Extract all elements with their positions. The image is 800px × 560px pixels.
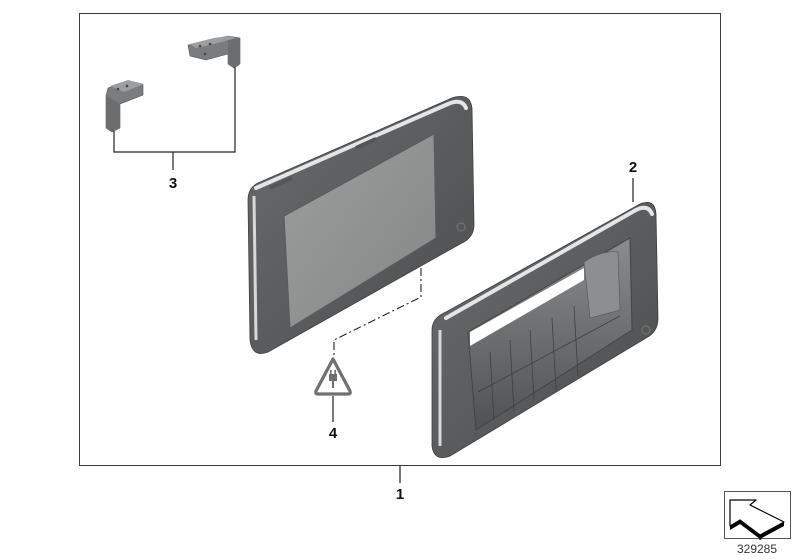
bracket-left bbox=[105, 80, 144, 133]
display-unit bbox=[247, 95, 475, 354]
part-label-3: 3 bbox=[168, 175, 178, 192]
part-label-4: 4 bbox=[328, 425, 338, 442]
diagram-reference-number: 329285 bbox=[736, 542, 778, 556]
leader-line-3 bbox=[113, 67, 236, 153]
part-label-2: 2 bbox=[628, 159, 638, 176]
display-housing bbox=[431, 201, 659, 459]
assembly-frame bbox=[79, 13, 721, 466]
electrical-warning-icon bbox=[314, 357, 352, 396]
reference-box bbox=[724, 491, 791, 539]
bracket-right bbox=[187, 35, 241, 69]
leader-line-screen-to-4 bbox=[333, 268, 422, 358]
part-label-1: 1 bbox=[395, 486, 405, 503]
